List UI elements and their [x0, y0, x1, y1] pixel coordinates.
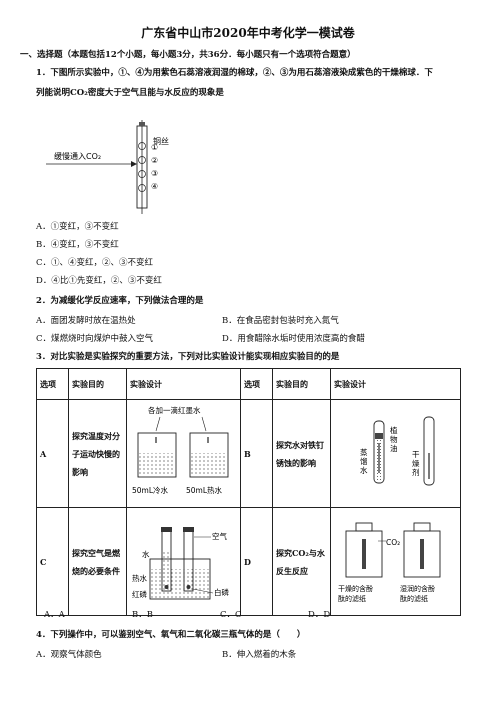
q2-option-d[interactable]: D．用食醋除水垢时使用浓度高的食醋 — [222, 334, 365, 344]
header-design: 实验设计 — [330, 368, 461, 400]
q3-option-d[interactable]: D．D — [308, 610, 331, 620]
aim-d-cell: 探究CO₂与水反生反应 — [272, 507, 331, 616]
q2-option-c[interactable]: C．煤燃烧时向煤炉中鼓入空气 — [36, 334, 154, 344]
header-option: 选项 — [240, 368, 273, 400]
q4-stem: 4．下列操作中，可以鉴别空气、氧气和二氧化碳三瓶气体的是（ ） — [36, 630, 306, 640]
cotton-ball-3 — [138, 170, 146, 178]
svg-text:植: 植 — [390, 425, 398, 435]
water-label: 水 — [142, 549, 150, 559]
option-d-cell: D — [240, 507, 273, 616]
design-a-cell: 各加一滴红墨水 50mL冷水 50mL热水 — [126, 399, 241, 508]
design-b-cell: 蒸 馏 水 植 物 油 干 燥 剂 — [330, 399, 461, 508]
svg-text:剂: 剂 — [412, 467, 420, 477]
table-header-row: 选项 实验目的 实验设计 选项 实验目的 实验设计 — [36, 368, 461, 400]
q1-stem-line2: 列能说明CO₂密度大于空气且能与水反应的现象是 — [36, 88, 224, 98]
figure-d-bottles: CO₂ 干燥的含酚 酞的滤纸 湿润的含酚 酞的滤纸 — [338, 522, 441, 603]
wet-filter-paper — [420, 538, 424, 569]
header-aim: 实验目的 — [272, 368, 331, 400]
q2-option-a[interactable]: A．面团发酵时放在温热处 — [36, 316, 136, 326]
aim-c-cell: 探究空气是燃烧的必要条件 — [68, 507, 127, 616]
cotton-ball-4 — [138, 184, 146, 192]
option-c-cell: C — [36, 507, 69, 616]
ball-label-2: ② — [151, 156, 158, 165]
q3-option-a[interactable]: A．A — [44, 610, 65, 620]
cold-water-label: 50mL冷水 — [132, 485, 169, 495]
q2-option-b[interactable]: B．在食品密封包装时充入氮气 — [222, 316, 339, 326]
hot-water-label: 50mL热水 — [186, 485, 223, 495]
figure-b-test-tubes: 蒸 馏 水 植 物 油 干 燥 剂 — [360, 416, 435, 485]
hot-water — [151, 568, 209, 598]
co2-inlet-label: 缓慢通入CO₂ — [54, 151, 101, 161]
q1-apparatus-figure: 缓慢通入CO₂ 铜丝 ① ② ③ ④ — [46, 120, 169, 214]
dry-filter-paper — [362, 538, 366, 569]
tube-water — [163, 550, 170, 581]
q1-option-b[interactable]: B．④变红，③不变红 — [36, 240, 119, 250]
test-tube-water — [373, 420, 385, 483]
q3-option-b[interactable]: B．B — [132, 610, 153, 620]
svg-text:水: 水 — [360, 465, 368, 475]
svg-text:燥: 燥 — [412, 459, 420, 468]
svg-text:干燥的含酚: 干燥的含酚 — [338, 584, 373, 593]
copper-wire-label: 铜丝 — [153, 136, 169, 146]
q4-option-a[interactable]: A．观察气体颜色 — [36, 650, 102, 660]
q1-option-a[interactable]: A．①变红，③不变红 — [36, 222, 119, 232]
svg-text:干: 干 — [412, 450, 420, 459]
table-row: A 探究温度对分子运动快慢的影响 各加一滴红墨水 50mL冷水 50mL热水 — [36, 399, 461, 508]
stopper — [161, 526, 172, 532]
ball-label-3: ③ — [151, 169, 158, 178]
svg-text:馏: 馏 — [360, 456, 368, 466]
q3-stem: 3．对比实验是实验探究的重要方法，下列对比实验设计能实现相应实验目的的是 — [36, 352, 340, 362]
hot-water-beaker — [149, 558, 211, 599]
q3-option-c[interactable]: C．C — [220, 610, 242, 620]
air-label: 空气 — [212, 531, 227, 541]
svg-text:物: 物 — [390, 434, 398, 444]
page-title: 广东省中山市2020年中考化学一模试卷 — [141, 26, 355, 40]
hot-water-label: 热水 — [132, 573, 147, 583]
header-design: 实验设计 — [126, 368, 241, 400]
tube-stopper — [139, 122, 145, 126]
q4-option-b[interactable]: B．伸入燃着的木条 — [222, 650, 297, 660]
figure-a-beakers: 各加一滴红墨水 50mL冷水 50mL热水 — [132, 405, 229, 495]
design-d-cell: CO₂ 干燥的含酚 酞的滤纸 湿润的含酚 酞的滤纸 — [330, 507, 461, 616]
option-b-cell: B — [240, 399, 273, 508]
svg-text:蒸: 蒸 — [360, 447, 368, 457]
q2-stem: 2．为减缓化学反应速率，下列做法合理的是 — [36, 296, 204, 306]
section-heading: 一、选择题（本题包括12个小题，每小题3分，共36分．每小题只有一个选项符合题意… — [20, 50, 356, 60]
co2-label: CO₂ — [386, 538, 400, 547]
aim-b-cell: 探究水对铁钉锈蚀的影响 — [272, 399, 331, 508]
option-a-cell: A — [36, 399, 69, 508]
white-phosphorus-label: 白磷 — [214, 587, 229, 597]
stopper — [183, 526, 194, 532]
test-tube-dry — [423, 416, 435, 485]
figure-c-combustion: 空气 水 热水 红磷 白磷 — [132, 526, 229, 599]
arrow-icon — [131, 161, 137, 167]
design-c-cell: 空气 水 热水 红磷 白磷 — [126, 507, 241, 616]
svg-text:油: 油 — [390, 443, 398, 453]
figure-a-top-label: 各加一滴红墨水 — [148, 405, 201, 415]
table-row: C 探究空气是燃烧的必要条件 空气 水 热水 红磷 白磷 — [36, 507, 461, 616]
svg-text:酞的滤纸: 酞的滤纸 — [338, 594, 366, 603]
cotton-ball-1 — [138, 142, 146, 150]
white-phosphorus-in-air — [186, 584, 191, 589]
q1-option-c[interactable]: C．①、④变红，②、③不变红 — [36, 258, 154, 268]
svg-text:酞的滤纸: 酞的滤纸 — [400, 594, 428, 603]
hot-water — [191, 452, 227, 476]
hot-water-beaker — [189, 432, 229, 477]
header-option: 选项 — [36, 368, 69, 400]
white-phosphorus-in-water — [164, 584, 169, 589]
cotton-ball-2 — [138, 156, 146, 164]
header-aim: 实验目的 — [68, 368, 127, 400]
cold-water — [139, 452, 175, 476]
oil-layer — [375, 432, 383, 439]
q1-stem-line1: 1．下图所示实验中，①、④为用紫色石蕊溶液润湿的棉球，②、③为用石蕊溶液染成紫色… — [36, 68, 433, 78]
q1-option-d[interactable]: D．④比①先变红，②、③不变红 — [36, 276, 162, 286]
cold-water-beaker — [137, 432, 177, 477]
aim-a-cell: 探究温度对分子运动快慢的影响 — [68, 399, 127, 508]
ball-label-1: ① — [151, 143, 158, 152]
svg-text:湿润的含酚: 湿润的含酚 — [400, 584, 435, 593]
ball-label-4: ④ — [151, 182, 158, 191]
red-phosphorus-label: 红磷 — [132, 589, 147, 599]
q3-experiment-table: 选项 实验目的 实验设计 选项 实验目的 实验设计 A 探究温度对分子运动快慢的… — [36, 368, 461, 616]
